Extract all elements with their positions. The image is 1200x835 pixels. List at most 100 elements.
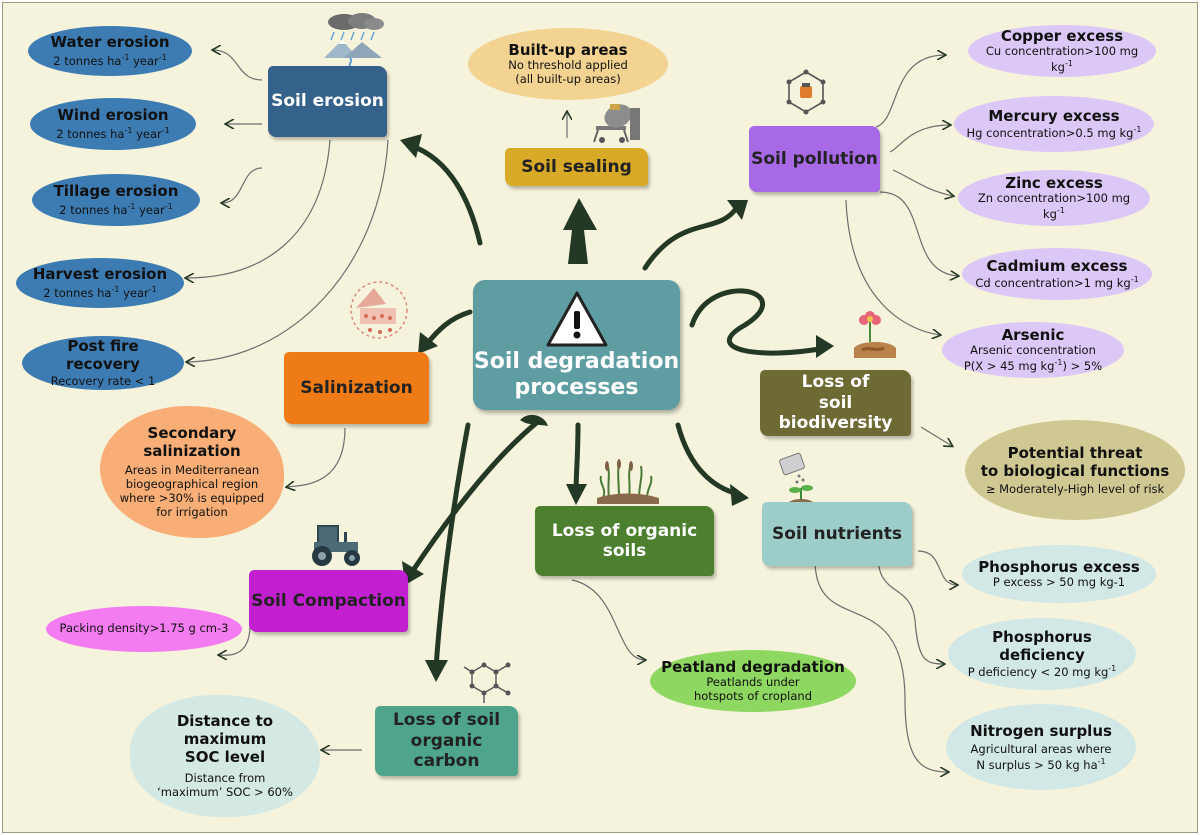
reed-plants-icon: [597, 459, 659, 504]
arrowhead-organic-soils: [566, 484, 587, 505]
loss-organic-soils-node: Loss of organic soils: [535, 506, 714, 576]
arsenic-threshold: P(X > 45 mg kg-1) > 5%: [963, 358, 1103, 373]
loss-soc-node: Loss of soil organic carbon: [375, 706, 518, 776]
molecule-hexagon-icon: [786, 69, 826, 115]
arrow-to-soil-erosion: [409, 143, 483, 246]
soil-nutrients-node: Soil nutrients: [762, 502, 912, 566]
distance-soc-title3: SOC level: [184, 748, 266, 767]
wind-erosion-title: Wind erosion: [57, 106, 169, 125]
secondary-salinization-sub4: for irrigation: [156, 504, 228, 519]
secondary-salinization-title2: salinization: [143, 442, 241, 461]
secondary-salinization-title1: Secondary: [147, 424, 237, 443]
secondary-salinization-sub1: Areas in Mediterranean: [124, 463, 260, 478]
rain-mountain-icon: [324, 13, 384, 69]
tractor-icon: [312, 525, 360, 566]
secondary-salinization-leaf: Secondary salinization Areas in Mediterr…: [100, 406, 284, 538]
connector-secondary-salinization: [287, 427, 346, 487]
phosphorus-excess-leaf: Phosphorus excess P excess > 50 mg kg-1: [962, 545, 1156, 603]
biological-functions-title2: to biological functions: [980, 461, 1170, 480]
loss-soc-line2: organic carbon: [410, 730, 483, 772]
center-node: Soil degradation processes: [473, 280, 680, 410]
zinc-excess-leaf: Zinc excess Zn concentration>100 mg kg-1: [958, 170, 1150, 226]
zinc-excess-title: Zinc excess: [1005, 174, 1103, 193]
phosphorus-excess-threshold: P excess > 50 mg kg-1: [992, 575, 1126, 590]
connector-tillage-erosion: [222, 167, 263, 203]
connector-mercury: [889, 125, 950, 153]
connector-zinc: [892, 169, 953, 196]
phosphorus-deficiency-title2: deficiency: [999, 646, 1085, 665]
arrowhead-erosion: [400, 134, 422, 158]
distance-soc-sub2: ‘maximum’ SOC > 60%: [157, 785, 293, 799]
loss-biodiversity-line2: soil biodiversity: [778, 392, 893, 434]
connector-post-fire: [187, 139, 389, 362]
loss-biodiversity-node: Loss of soil biodiversity: [760, 370, 911, 436]
built-up-areas-leaf: Built-up areas No threshold applied (all…: [468, 28, 668, 100]
loss-soc-line1: Loss of soil: [392, 710, 501, 731]
connector-arsenic: [845, 199, 940, 335]
secondary-salinization-sub2: biogeographical region: [125, 477, 259, 492]
arrow-to-soil-pollution: [642, 207, 738, 271]
flower-worm-icon: [854, 311, 896, 358]
wind-erosion-threshold: 2 tonnes ha-1 year-1: [56, 126, 170, 142]
arrow-to-salinization: [423, 309, 473, 348]
arrow-to-soil-sealing: [563, 198, 597, 264]
distance-soc-sub1: Distance from: [184, 771, 266, 786]
connector-packing-density: [219, 624, 251, 655]
salinization-node: Salinization: [284, 352, 429, 424]
arsenic-title: Arsenic: [1001, 326, 1065, 345]
phosphorus-deficiency-leaf: Phosphorus deficiency P deficiency < 20 …: [948, 618, 1136, 690]
biological-functions-leaf: Potential threat to biological functions…: [965, 420, 1185, 520]
post-fire-recovery-threshold: Recovery rate < 1: [50, 374, 156, 389]
nitrogen-surplus-title: Nitrogen surplus: [970, 721, 1112, 740]
nitrogen-surplus-leaf: Nitrogen surplus Agricultural areas wher…: [946, 704, 1136, 790]
connector-phosphorus-excess: [917, 550, 957, 585]
secondary-salinization-sub3: where >30% is equipped: [119, 491, 265, 505]
soil-erosion-node: Soil erosion: [268, 66, 387, 137]
soil-sealing-node: Soil sealing: [505, 148, 648, 186]
arsenic-leaf: Arsenic Arsenic concentration P(X > 45 m…: [942, 322, 1124, 378]
post-fire-recovery-leaf: Post fire recovery Recovery rate < 1: [22, 336, 184, 390]
distance-max-soc-leaf: Distance to maximum SOC level Distance f…: [130, 695, 320, 817]
center-title-line1: Soil degradation: [473, 348, 680, 374]
water-erosion-title: Water erosion: [50, 33, 170, 52]
arrow-tail-hook: [520, 414, 548, 426]
distance-soc-title2: maximum: [183, 730, 267, 749]
connector-biological-functions: [920, 426, 952, 446]
arrowhead-soc: [425, 660, 448, 682]
mercury-excess-threshold: Hg concentration>0.5 mg kg-1: [966, 125, 1142, 141]
built-up-sub1: No threshold applied: [508, 58, 628, 73]
harvest-erosion-threshold: 2 tonnes ha-1 year-1: [43, 285, 157, 301]
peatland-title: Peatland degradation: [661, 658, 845, 677]
nitrogen-surplus-threshold: N surplus > 50 kg ha-1: [976, 756, 1106, 772]
cement-mixer-icon: [593, 104, 640, 143]
arrowhead-salinization: [418, 332, 438, 354]
connector-harvest-erosion: [186, 139, 331, 278]
phosphorus-excess-title: Phosphorus excess: [978, 558, 1140, 577]
tillage-erosion-threshold: 2 tonnes ha-1 year-1: [59, 202, 173, 218]
connector-cadmium: [879, 191, 958, 276]
mercury-excess-leaf: Mercury excess Hg concentration>0.5 mg k…: [954, 96, 1154, 152]
soil-pollution-node: Soil pollution: [749, 126, 880, 192]
copper-excess-leaf: Copper excess Cu concentration>100 mg kg…: [968, 25, 1156, 77]
copper-excess-threshold: Cu concentration>100 mg kg-1: [985, 44, 1139, 74]
arrow-to-soil-nutrients: [675, 422, 741, 497]
arsenic-sub1: Arsenic concentration: [970, 343, 1096, 358]
arrow-to-organic-soils: [573, 422, 581, 495]
warning-triangle-icon: [546, 291, 607, 347]
arrow-to-loss-soc: [433, 422, 471, 671]
arrowhead-biodiversity: [816, 335, 834, 358]
arrowhead-nutrients: [730, 484, 749, 506]
built-up-title: Built-up areas: [508, 41, 628, 60]
salinized-field-icon: [350, 281, 408, 339]
packing-density-threshold: Packing density>1.75 g cm-3: [59, 621, 229, 636]
center-title-line2: processes: [514, 375, 639, 400]
peatland-degradation-leaf: Peatland degradation Peatlands under hot…: [650, 650, 856, 712]
cadmium-excess-leaf: Cadmium excess Cd concentration>1 mg kg-…: [962, 248, 1152, 300]
harvest-erosion-title: Harvest erosion: [32, 265, 168, 284]
arrowhead-pollution: [727, 200, 748, 220]
loss-biodiversity-line1: Loss of: [801, 372, 870, 393]
tillage-erosion-leaf: Tillage erosion 2 tonnes ha-1 year-1: [32, 174, 200, 226]
mercury-excess-title: Mercury excess: [988, 107, 1120, 126]
distance-soc-title1: Distance to: [176, 712, 274, 731]
arrow-to-biodiversity: [689, 288, 828, 356]
